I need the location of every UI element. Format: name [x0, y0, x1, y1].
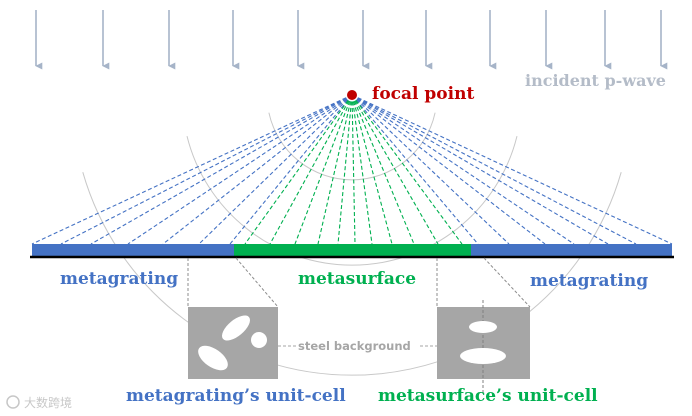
- metagrating-right-bar: [471, 244, 672, 256]
- incident-wave-label: incident p-wave: [525, 71, 666, 90]
- metagrating-left-label: metagrating: [60, 269, 178, 289]
- ray-metasurface: [351, 94, 439, 245]
- ray-metagrating: [229, 94, 353, 245]
- metagrating-left-bar: [32, 244, 234, 256]
- ray-metagrating: [351, 94, 575, 245]
- zoom-lines: [187, 257, 531, 308]
- ray-metasurface: [351, 94, 415, 245]
- inclusion-ellipse-small: [469, 321, 497, 333]
- wavefront-arcs: [82, 112, 622, 376]
- ray-metagrating: [127, 94, 353, 245]
- focal-point-label: focal point: [372, 84, 474, 104]
- watermark-text: 大数跨境: [24, 395, 72, 410]
- ray-metasurface: [351, 94, 356, 245]
- inclusion-ellipse-bottom: [198, 345, 228, 371]
- wavefront-arc: [268, 112, 436, 181]
- ray-metagrating: [198, 94, 353, 245]
- ray-metagrating: [351, 94, 637, 245]
- ray-metasurface: [244, 94, 353, 245]
- ray-metagrating: [60, 94, 353, 245]
- ray-metagrating: [351, 94, 609, 245]
- steel-background-label: steel background: [298, 339, 411, 353]
- ray-metasurface: [269, 94, 353, 245]
- ray-metagrating: [162, 94, 353, 245]
- focal-point-dot: [347, 90, 357, 100]
- ray-metagrating: [90, 94, 353, 245]
- focusing-rays: [31, 94, 673, 245]
- steel-background-annotation: steel background: [278, 339, 445, 353]
- metasurface-label: metasurface: [298, 269, 416, 289]
- inclusion-ellipse-large: [460, 348, 506, 364]
- incident-wave-arrows: [35, 10, 668, 70]
- inclusion-ellipse-top: [221, 315, 251, 341]
- circle-logo-icon: [6, 395, 20, 409]
- ray-metasurface: [294, 94, 353, 245]
- ray-metasurface: [351, 94, 373, 245]
- ray-metagrating: [351, 94, 546, 245]
- watermark: 大数跨境: [6, 395, 72, 410]
- metagrating-cell-label: metagrating’s unit-cell: [126, 386, 346, 406]
- ray-metasurface: [351, 94, 463, 245]
- ray-metagrating: [351, 94, 673, 245]
- metasurface-cell-label: metasurface’s unit-cell: [378, 386, 598, 406]
- ray-metagrating: [31, 94, 353, 245]
- wavefront-arc: [186, 135, 518, 266]
- inclusion-circle: [251, 332, 267, 348]
- wavefront-arc: [82, 172, 622, 376]
- ray-metasurface: [337, 94, 353, 245]
- ray-metagrating: [351, 94, 510, 245]
- metasurface-unit-cell: [437, 300, 530, 395]
- metagrating-unit-cell: [188, 307, 278, 379]
- ray-metasurface: [317, 94, 353, 245]
- metagrating-right-label: metagrating: [530, 271, 648, 291]
- metasurface-bar: [234, 244, 471, 256]
- ray-metagrating: [351, 94, 479, 245]
